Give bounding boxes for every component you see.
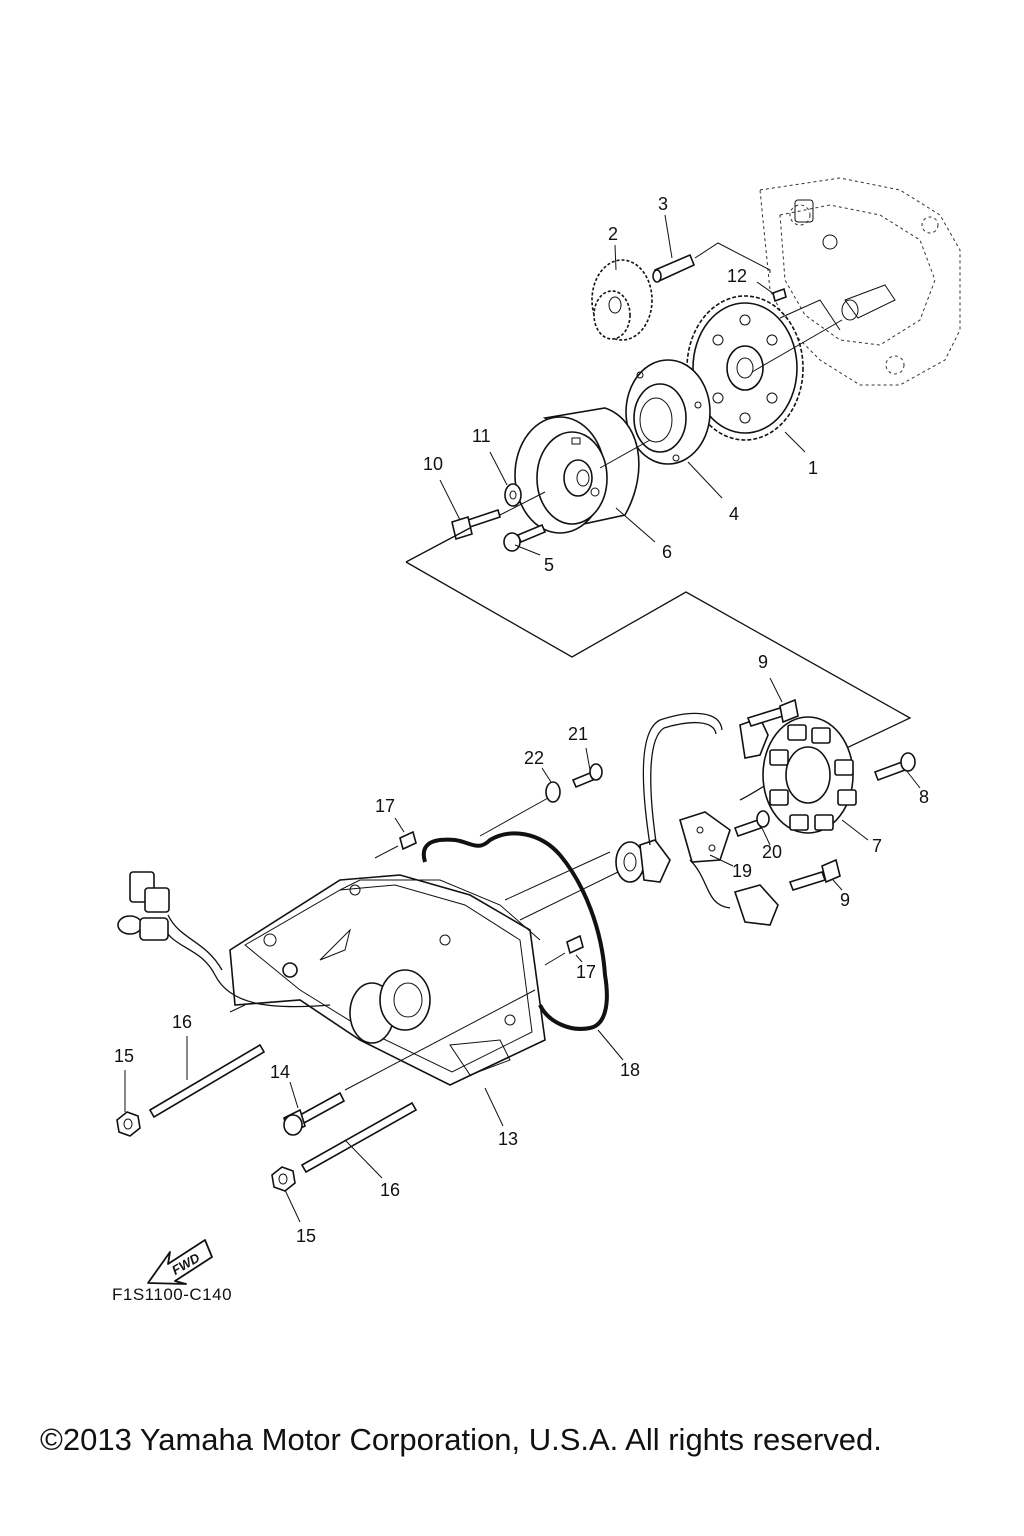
forward-direction-arrow-icon: FWD [147,1239,213,1285]
callout-13: 13 [498,1129,518,1149]
callout-8: 8 [919,787,929,807]
callout-leaders [124,214,921,1223]
leader-lines-upper [405,242,912,771]
callout-12: 12 [727,266,747,286]
part-17-dowel-pin-upper [399,830,417,851]
part-15-nut-upper [116,1111,141,1137]
callout-17-upper: 17 [375,796,395,816]
callout-15-upper: 15 [114,1046,134,1066]
copyright-notice: ©2013 Yamaha Motor Corporation, U.S.A. A… [40,1422,882,1457]
callout-5: 5 [544,555,554,575]
callout-9-upper: 9 [758,652,768,672]
part-7-stator [762,716,857,834]
stator-wire-harness [642,712,791,926]
part-6-rotor-assembly [514,407,640,534]
callout-20: 20 [762,842,782,862]
part-15-nut-lower [271,1166,296,1192]
callout-numbers: 1 2 3 4 5 6 7 8 9 9 10 11 12 13 14 15 15… [114,194,929,1246]
callout-22: 22 [524,748,544,768]
part-18-gasket [421,831,609,1031]
part-13-crankcase-cover [229,874,546,1086]
leader-lines-lower [229,797,619,1091]
callout-10: 10 [423,454,443,474]
part-2-idle-gear [591,259,653,341]
callout-2: 2 [608,224,618,244]
part-16-stud-bolt-lower [300,1101,418,1174]
part-3-shaft [652,253,696,283]
part-4-starter-clutch [625,359,711,465]
part-22-washer [545,781,561,803]
callout-16-upper: 16 [172,1012,192,1032]
callout-16-lower: 16 [380,1180,400,1200]
callout-21: 21 [568,724,588,744]
callout-18: 18 [620,1060,640,1080]
part-20-screw [733,810,770,838]
callout-4: 4 [729,504,739,524]
part-5-screw [503,523,547,552]
drawing-code: F1S1100-C140 [112,1285,232,1304]
callout-14: 14 [270,1062,290,1082]
part-9-bolt-upper [746,698,799,727]
part-11-washer [504,483,522,507]
part-12-woodruff-key [772,287,787,303]
callout-15-lower: 15 [296,1226,316,1246]
part-9-bolt-lower [788,858,841,891]
callout-3: 3 [658,194,668,214]
wire-harness-left [117,871,331,1008]
part-1-starter-gear [686,295,804,441]
part-14-bolt [283,1091,346,1136]
callout-17-lower: 17 [576,962,596,982]
part-10-bolt [451,508,501,541]
part-16-stud-bolt-upper [148,1043,266,1119]
part-19-grommet-and-pickup [615,811,731,883]
callout-6: 6 [662,542,672,562]
callout-1: 1 [808,458,818,478]
part-8-bolt [873,752,916,782]
callout-19: 19 [732,861,752,881]
part-21-bolt [571,763,603,789]
callout-7: 7 [872,836,882,856]
part-17-dowel-pin-lower [566,934,584,955]
callout-9-lower: 9 [840,890,850,910]
callout-11: 11 [472,426,491,446]
